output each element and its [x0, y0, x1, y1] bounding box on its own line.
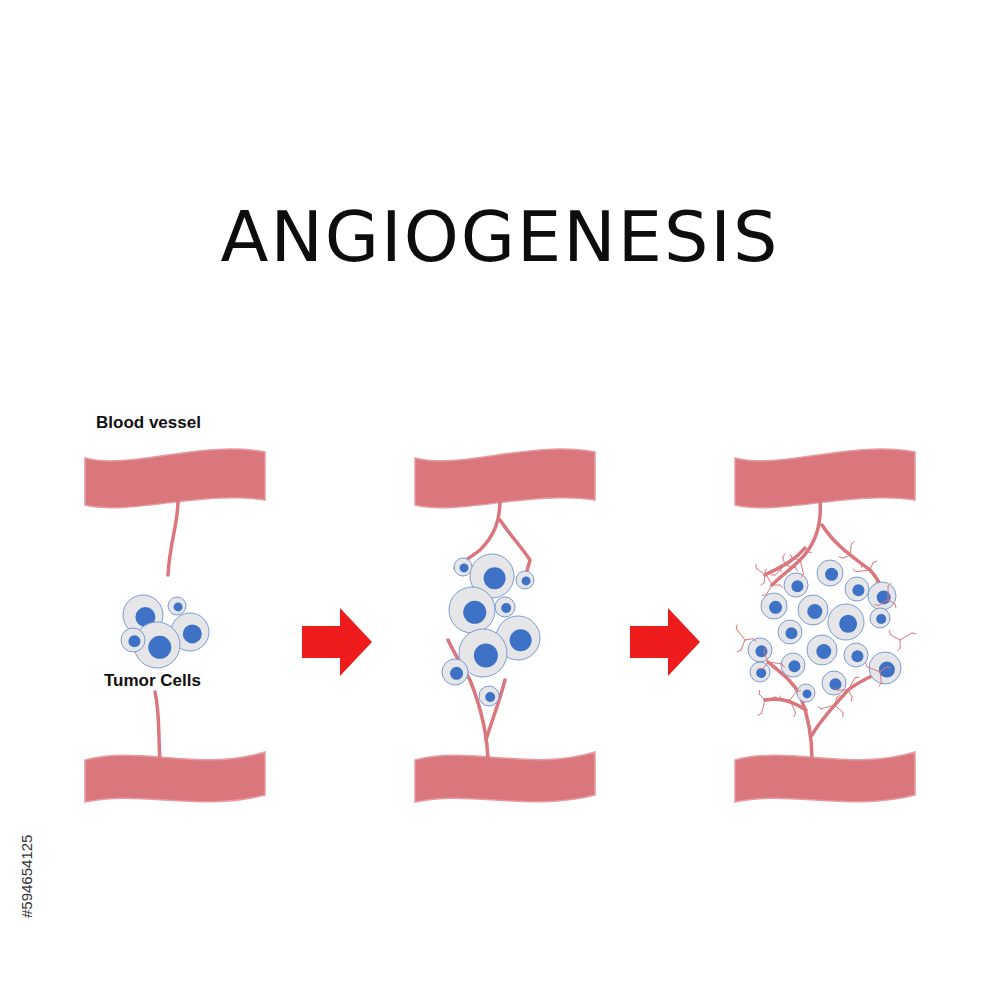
- part-label: Tumor Cells: [104, 671, 201, 691]
- progress-arrows: [302, 608, 700, 676]
- capillaries: [736, 542, 916, 717]
- watermark: #594654125: [18, 835, 35, 918]
- part-label: Blood vessel: [96, 413, 201, 433]
- diagram-title: ANGIOGENESIS: [0, 196, 1000, 278]
- blood-vessels: [85, 449, 915, 802]
- tumor-cells: [121, 554, 901, 706]
- vessel-sprouts: [155, 500, 888, 765]
